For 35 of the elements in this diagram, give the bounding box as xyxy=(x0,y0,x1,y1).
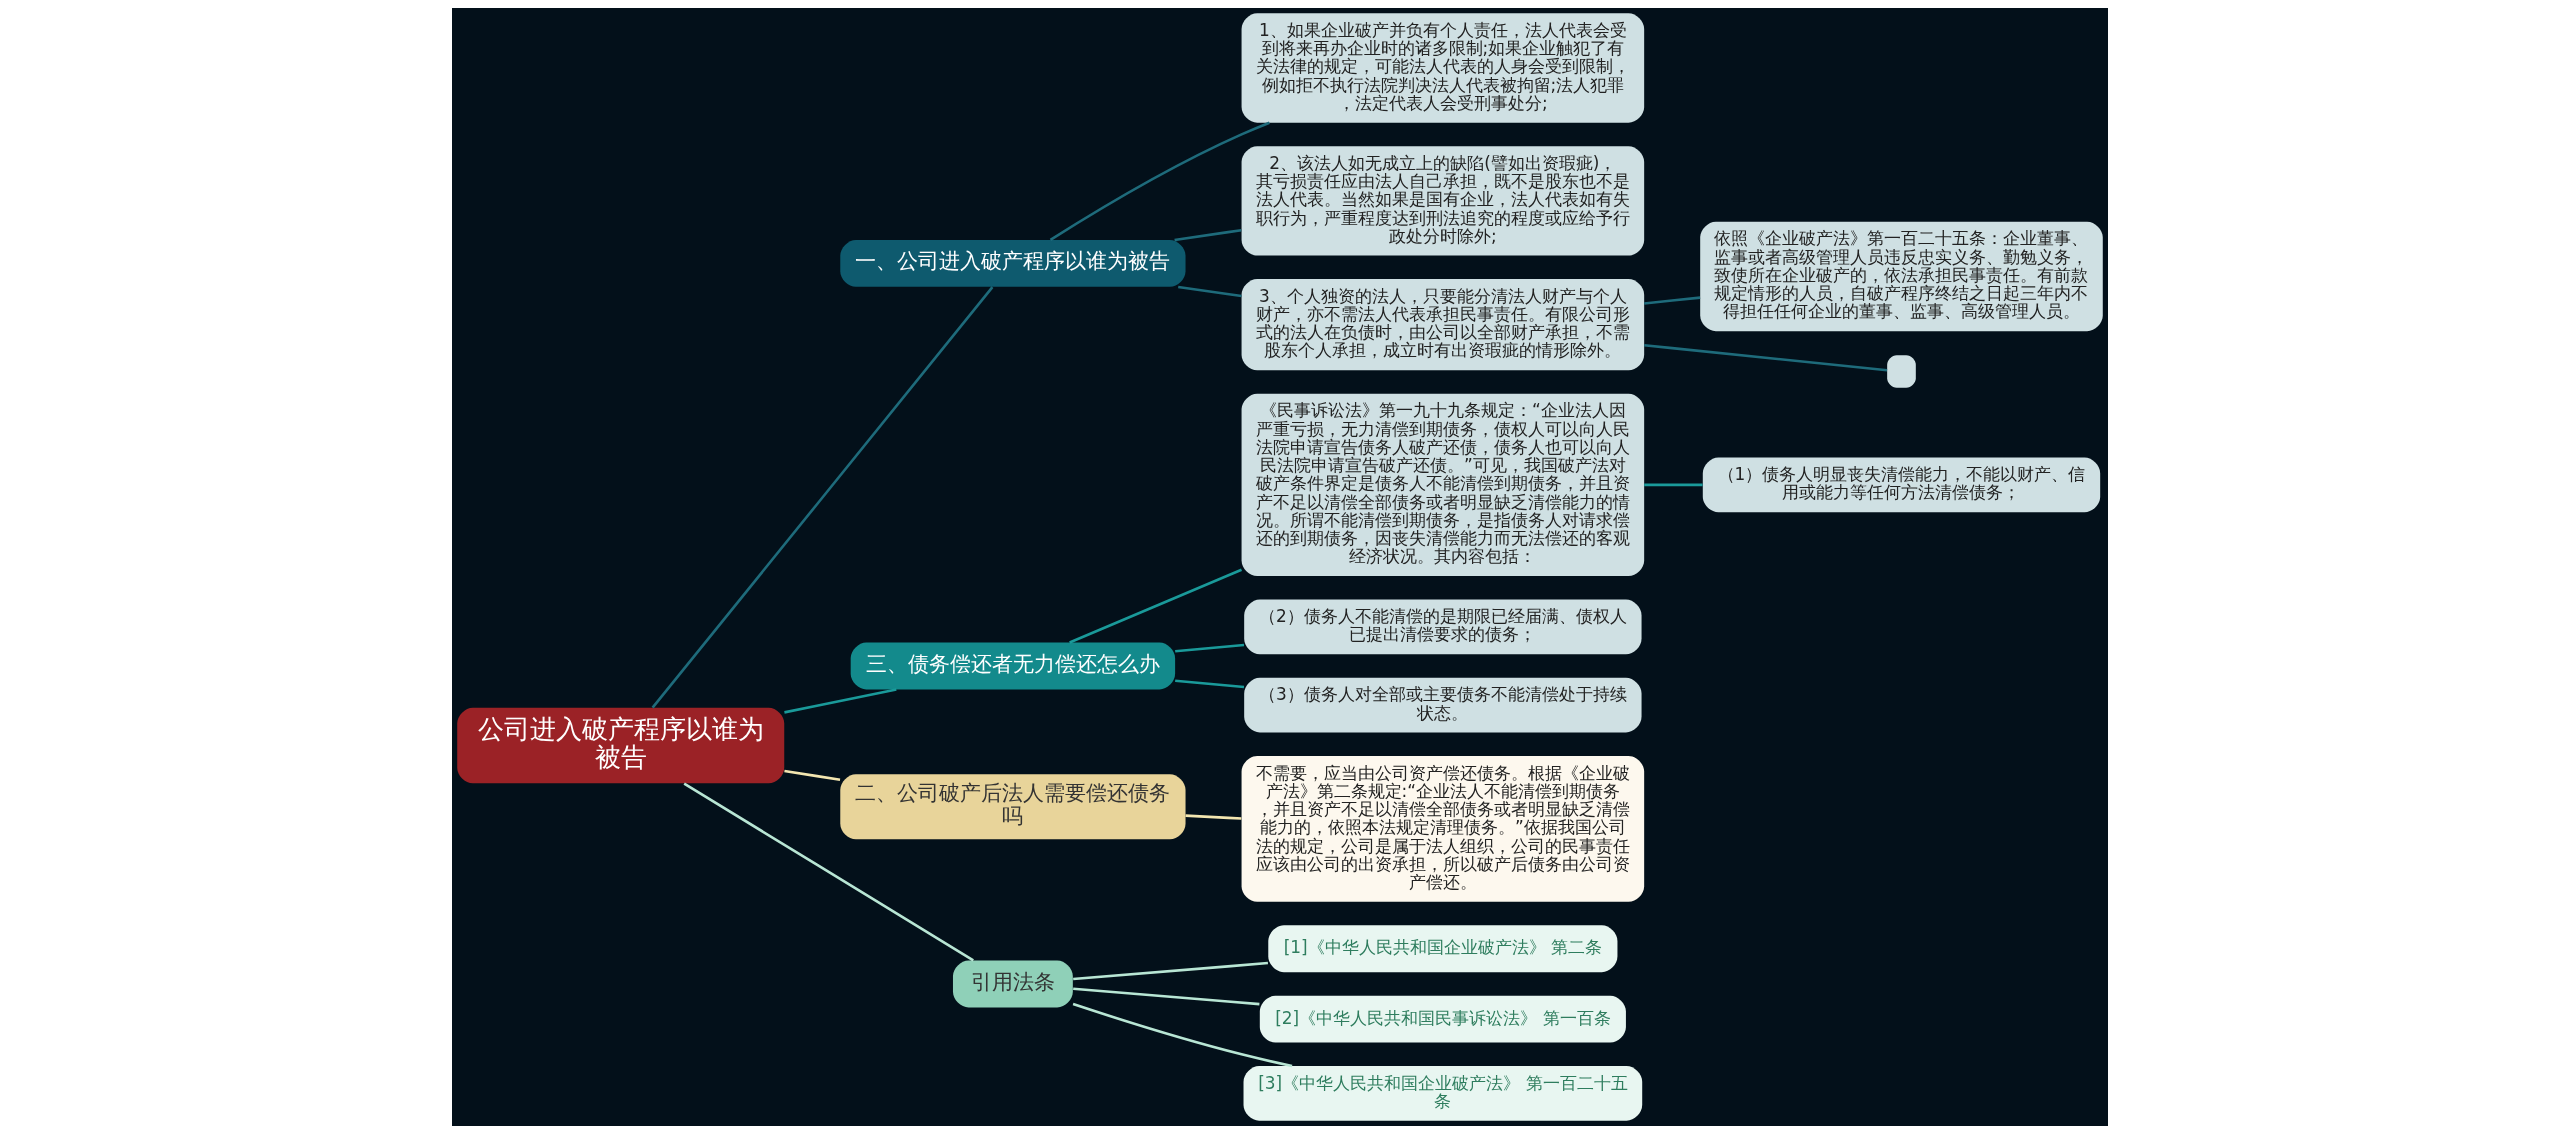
connector xyxy=(1185,814,1242,820)
connector xyxy=(1175,643,1245,653)
node-box: [2]《中华人民共和国民事诉讼法》 第一百条 xyxy=(1259,995,1626,1043)
node-box: 《民事诉讼法》第一九十九条规定：“企业法人因严重亏损，无力清偿到期债务，债权人可以向人民法院申请宣告债务人破产还债，债务人也可以向人民法院申请宣告破产还债。”可见，我国破产法对破产条件界定是债务人不能清偿到期债务，并且资产不足以清偿全部债务或者明显缺乏清偿能力的情况。所谓不能清偿到期债务，是指债务人对请求偿还的到期债务，因丧失清偿能力而无法偿还的客观经济状况。其内容包括： xyxy=(1241,393,1645,577)
node-box: （3）债务人对全部或主要债务不能清偿处于持续状态。 xyxy=(1244,677,1642,733)
connector xyxy=(1644,296,1701,305)
connector xyxy=(1644,343,1888,372)
node-box: 依照《企业破产法》第一百二十五条：企业董事、监事或者高级管理人员违反忠实义务、勤勉义务，致使所在企业破产的，依法承担民事责任。有前款规定情形的人员，自破产程序终结之日起三年内不得担任任何企业的董事、监事、高级管理人员。 xyxy=(1700,221,2103,332)
node-box: 公司进入破产程序以谁为被告 xyxy=(457,707,785,784)
connector xyxy=(651,286,994,709)
connector xyxy=(1073,987,1260,1006)
node-box: 三、债务偿还者无力偿还怎么办 xyxy=(850,642,1176,690)
node-box: 3、个人独资的法人，只要能分清法人财产与个人财产，亦不需法人代表承担民事责任。有限公司形式的法人在负债时，由公司以全部财产承担，不需股东个人承担，成立时有出资瑕疵的情形除外。 xyxy=(1241,279,1645,371)
node-box xyxy=(1887,355,1916,388)
node-box: 引用法条 xyxy=(952,960,1073,1008)
connector xyxy=(784,769,841,782)
connector xyxy=(1049,121,1270,241)
node-box: [3]《中华人民共和国企业破产法》 第一百二十五条 xyxy=(1243,1066,1643,1121)
node-box: （1）债务人明显丧失清偿能力，不能以财产、信用或能力等任何方法清偿债务； xyxy=(1702,457,2101,513)
connector xyxy=(1174,228,1242,242)
connector xyxy=(1178,285,1242,298)
node-box: （2）债务人不能清偿的是期限已经届满、债权人已提出清偿要求的债务； xyxy=(1244,599,1642,655)
connector xyxy=(1073,961,1269,981)
node-box: 2、该法人如无成立上的缺陷(譬如出资瑕疵)，其亏损责任应由法人自己承担，既不是股东也不是法人代表。当然如果是国有企业，法人代表如有失职行为，严重程度达到刑法追究的程度或应给予行政处分时除外; xyxy=(1241,146,1645,256)
node-box: 一、公司进入破产程序以谁为被告 xyxy=(840,239,1186,287)
connector xyxy=(683,782,974,962)
node-box: 不需要，应当由公司资产偿还债务。根据《企业破产法》第二条规定:“企业法人不能清偿到期债务，并且资产不足以清偿全部债务或者明显缺乏清偿能力的，依照本法规定清理债务。”依据我国公司法的规定，公司是属于法人组织，公司的民事责任应该由公司的出资承担，所以破产后债务由公司资产偿还。 xyxy=(1241,755,1645,902)
node-box: 二、公司破产后法人需要偿还债务吗 xyxy=(840,774,1186,840)
connector xyxy=(1069,568,1243,644)
connector xyxy=(1175,679,1245,689)
connector xyxy=(1072,1002,1293,1068)
node-box: 1、如果企业破产并负有个人责任，法人代表会受到将来再办企业时的诸多限制;如果企业触犯了有关法律的规定，可能法人代表的人身会受到限制，例如拒不执行法院判决法人代表被拘留;法人犯罪，法定代表人会受刑事处分; xyxy=(1241,13,1645,123)
connector xyxy=(784,688,897,714)
node-box: [1]《中华人民共和国企业破产法》 第二条 xyxy=(1268,925,1618,973)
connector xyxy=(1644,483,1703,487)
